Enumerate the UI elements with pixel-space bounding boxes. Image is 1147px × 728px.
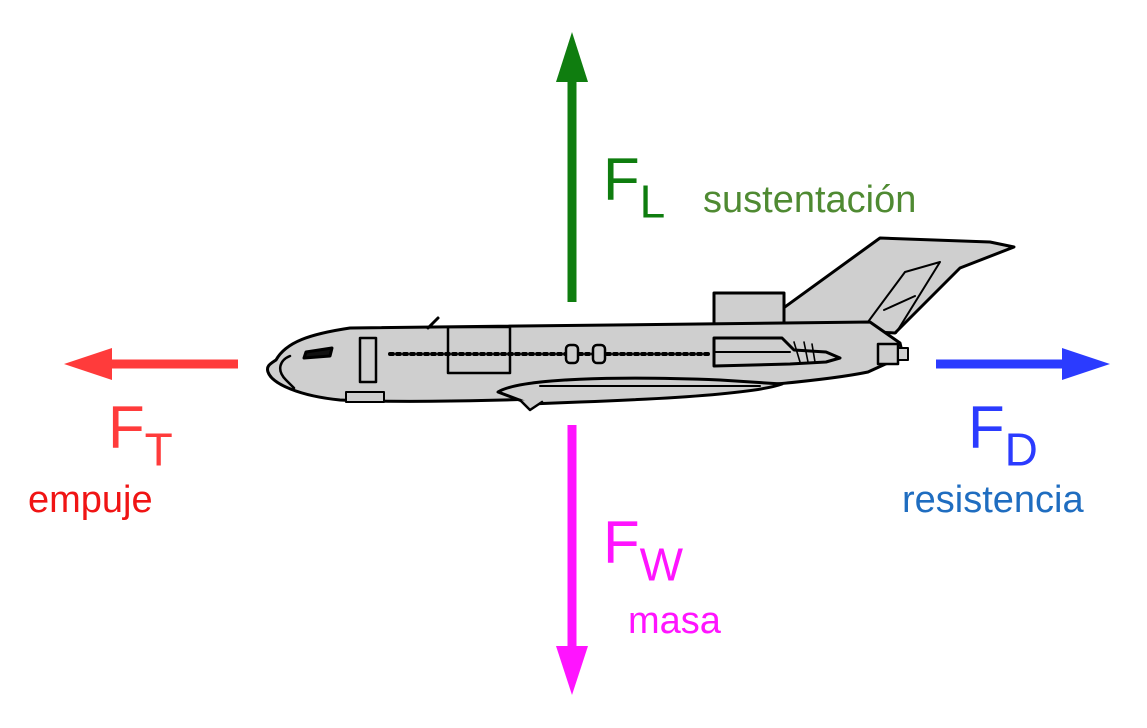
weight-symbol: FW: [603, 509, 684, 591]
wing: [496, 376, 784, 406]
lift-label: sustentación: [703, 179, 917, 221]
lift-arrow: [556, 32, 588, 302]
airplane-icon: [266, 236, 1016, 412]
thrust-label: empuje: [28, 479, 153, 521]
drag-label: resistencia: [902, 479, 1084, 521]
thrust-arrow: [64, 348, 238, 380]
weight-label: masa: [628, 600, 721, 642]
lift-symbol: FL: [603, 146, 666, 228]
weight-arrow: [556, 425, 588, 695]
drag-symbol: FD: [968, 394, 1038, 476]
thrust-symbol: FT: [108, 394, 173, 476]
drag-arrow: [936, 348, 1110, 380]
tail-fin: [758, 236, 1016, 335]
